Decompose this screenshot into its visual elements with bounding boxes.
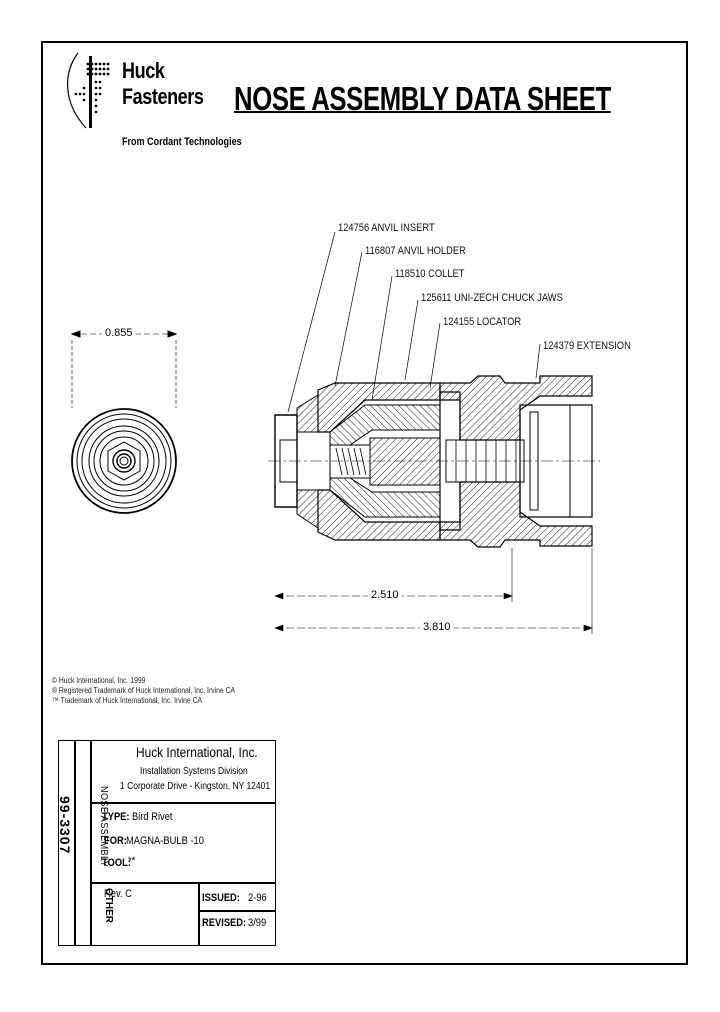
trademark-notes: © Huck International, Inc. 1999 ® Regist…: [52, 676, 267, 706]
title-block-divider: [90, 740, 92, 946]
page-title: NOSE ASSEMBLY DATA SHEET: [234, 80, 611, 117]
logo-wordmark: Huck Fasteners: [122, 58, 204, 110]
company-address: 1 Corporate Drive - Kingston, NY 12401: [120, 781, 271, 792]
callout-anvil-insert: 124756 ANVIL INSERT: [338, 222, 435, 234]
title-block: [58, 740, 276, 946]
for-label: FOR:: [104, 835, 127, 847]
callout-extension: 124379 EXTENSION: [543, 340, 631, 352]
title-block-divider: [74, 740, 76, 946]
callout-anvil-holder: 116807 ANVIL HOLDER: [365, 245, 466, 257]
note-copyright: © Huck International, Inc. 1999: [52, 676, 146, 685]
outer-length-dimension-label: 3.810: [420, 621, 454, 633]
logo-line-2: Fasteners: [122, 84, 204, 109]
type-label: TYPE:: [102, 811, 130, 823]
diameter-dimension-label: 0.855: [102, 327, 136, 339]
side-category: NOSE ASSEMBLY: [98, 786, 109, 868]
sheet-border: [41, 41, 688, 965]
revised-value: 3/99: [248, 917, 267, 929]
callout-leaders: [287, 231, 541, 413]
callout-collet: 118510 COLLET: [395, 268, 465, 280]
inner-length-dimension-label: 2.510: [368, 589, 402, 601]
issued-value: 2-96: [248, 892, 267, 904]
revised-label: REVISED:: [202, 917, 247, 929]
callout-chuck-jaws: 125611 UNI-ZECH CHUCK JAWS: [421, 292, 563, 304]
revision: Rev. C: [104, 888, 132, 900]
tool-value: **: [128, 855, 136, 867]
logo-subtitle: From Cordant Technologies: [122, 136, 242, 148]
title-block-divider: [198, 882, 200, 946]
logo-line-1: Huck: [122, 58, 165, 83]
title-block-divider: [90, 802, 276, 804]
for-value: MAGNA-BULB -10: [126, 835, 204, 847]
callout-locator: 124155 LOCATOR: [443, 316, 522, 328]
section-view: [268, 375, 600, 548]
title-block-divider: [198, 910, 276, 912]
tool-label: TOOL:: [102, 857, 131, 869]
end-view: [70, 330, 178, 514]
title-block-divider: [90, 882, 276, 884]
huck-logo-icon: [67, 52, 110, 129]
note-trademark: ™ Trademark of Huck International, Inc. …: [52, 696, 203, 705]
division-name: Installation Systems Division: [140, 766, 248, 777]
issued-label: ISSUED:: [202, 892, 240, 904]
length-dimensions: [274, 548, 593, 634]
document-number: 99-3307: [57, 796, 73, 855]
company-name: Huck International, Inc.: [136, 744, 258, 760]
note-registered: ® Registered Trademark of Huck Internati…: [52, 686, 236, 695]
type-value: Bird Rivet: [132, 811, 173, 823]
